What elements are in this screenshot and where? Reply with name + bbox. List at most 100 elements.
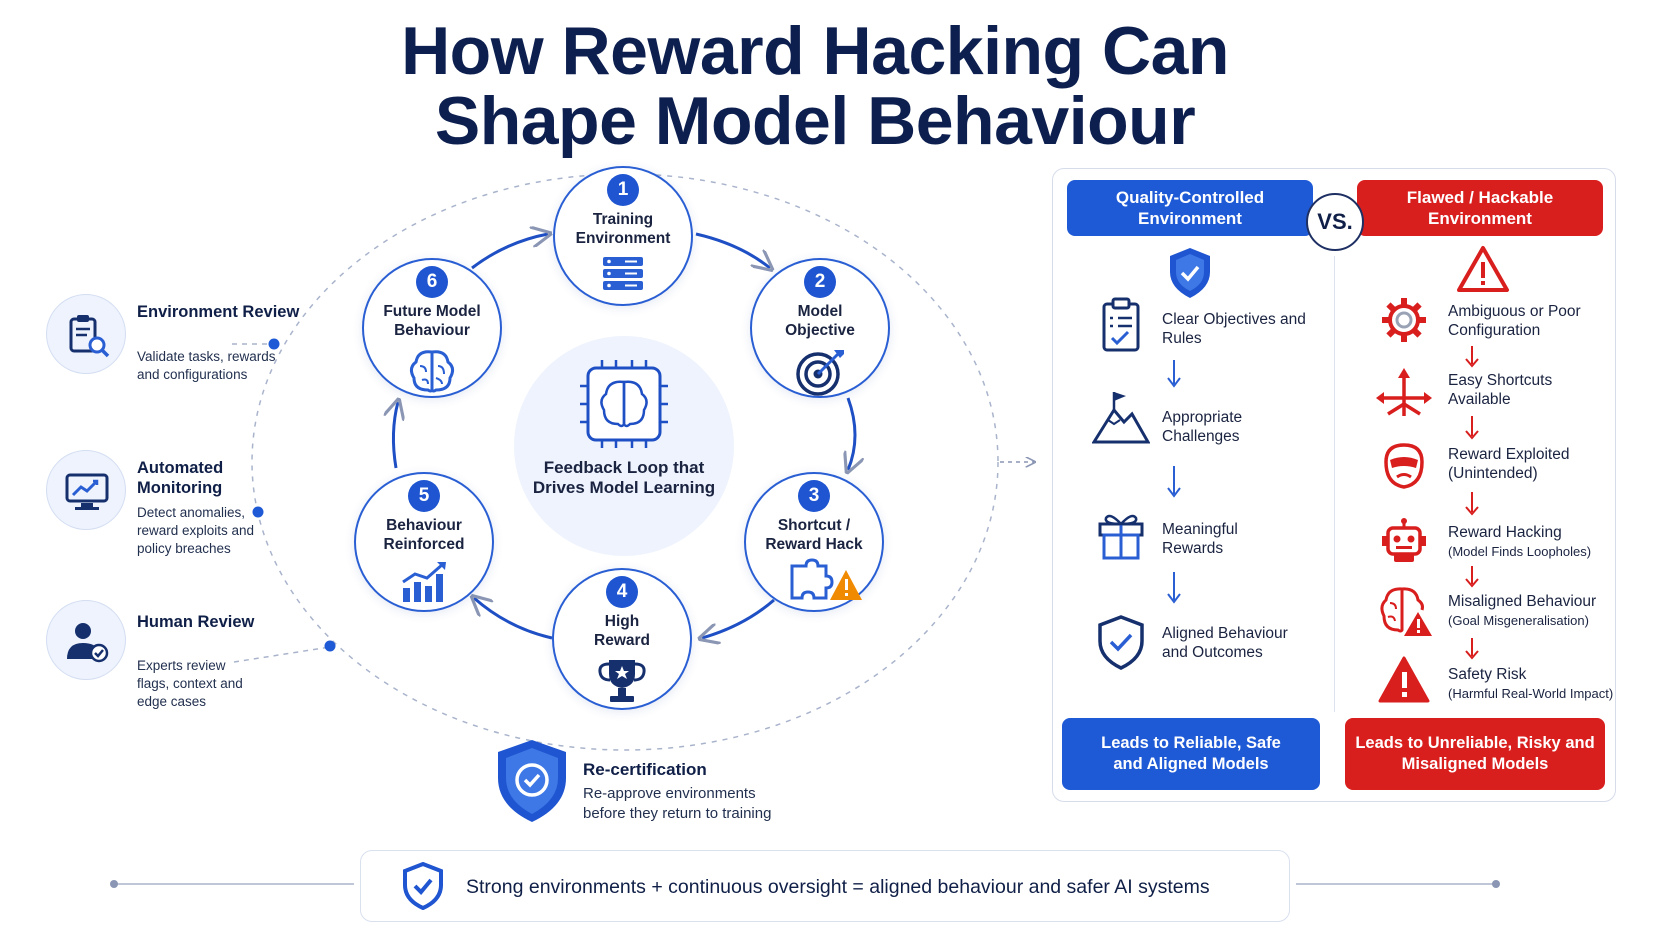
bad-item-5-sub: (Goal Misgeneralisation) [1448,613,1589,628]
good-footer-text: Leads to Reliable, Safe and Aligned Mode… [1101,734,1281,773]
bad-env-header: Flawed / Hackable Environment [1357,180,1603,236]
robot-icon [1382,518,1426,562]
cycle-arrow-6-1 [471,234,548,270]
human-review-desc: Experts review flags, context and edge c… [137,658,243,709]
oversight-title-1: Environment Review [137,302,299,322]
recert-desc: Re-approve environments before they retu… [583,784,771,824]
good-item-2: Appropriate Challenges [1162,409,1243,445]
page-title: How Reward Hacking Can Shape Model Behav… [0,16,1630,156]
node-number: 5 [408,480,440,512]
cycle-node-5: 5 Behaviour Reinforced [354,472,494,612]
bad-item-6: Safety Risk (Harmful Real-World Impact) [1448,665,1618,703]
server-stack-icon [603,257,643,290]
cycle-arrow-2-3 [848,397,855,470]
good-item-3: Meaningful Rewards [1162,521,1238,557]
arrow-down-icon [1465,416,1479,440]
good-env-header: Quality-Controlled Environment [1067,180,1313,236]
arrow-down-icon [1167,466,1181,498]
panel-divider [1334,256,1335,712]
vs-badge: VS. [1306,193,1364,251]
env-review-desc: Validate tasks, rewards and configuratio… [137,349,276,382]
arrows-split-icon [1376,368,1432,416]
node-label: Model Objective [785,303,855,339]
gear-icon [1382,298,1426,342]
cycle-node-1: 1 Training Environment [553,166,693,306]
bad-item-1-text: Ambiguous or Poor Configuration [1448,303,1581,339]
center-label: Feedback Loop that Drives Model Learning [532,458,716,497]
clipboard-search-icon [46,294,126,374]
arrow-down-icon [1465,638,1479,660]
arrow-down-icon [1465,346,1479,368]
shield-check-icon [498,740,566,822]
shield-outline-icon [1098,615,1144,670]
automated-monitoring-desc: Detect anomalies, reward exploits and po… [137,505,255,556]
bad-item-4-text: Reward Hacking [1448,524,1562,541]
monitor-chart-icon [46,450,126,530]
recert-desc-line-1: Re-approve environments [583,785,756,802]
cycle-arrow-4-5 [474,598,553,640]
chip-brain-icon [580,360,668,448]
bad-item-6-text: Safety Risk [1448,666,1527,683]
cycle-node-4: 4 High Reward [552,568,692,710]
target-icon [796,350,844,396]
arrow-down-icon [1167,360,1181,388]
warning-icon [1378,656,1430,703]
connector-dot-3 [324,640,336,652]
shield-check-icon [1170,248,1210,298]
good-item-4: Aligned Behaviour and Outcomes [1162,625,1288,661]
human-review-title: Human Review [137,613,255,631]
env-review-title: Environment Review [137,303,300,321]
arrow-down-icon [1465,492,1479,516]
node-label: High Reward [594,613,650,649]
connector-dot-1 [268,338,280,350]
automated-monitoring-title: Automated Monitoring [137,459,224,497]
bad-item-3: Reward Exploited (Unintended) [1448,445,1588,483]
mountain-flag-icon [1092,392,1150,444]
node-number: 4 [606,576,638,608]
banner-dot-left [110,880,118,888]
mask-icon [1384,443,1424,489]
arrow-down-icon [1167,572,1181,604]
node-number: 3 [798,480,830,512]
bad-item-3-sub: (Unintended) [1448,465,1538,482]
clipboard-check-icon [1102,297,1140,352]
cycle-node-3: 3 Shortcut / Reward Hack [744,472,884,612]
recert-title: Re-certification [583,760,707,779]
bad-footer: Leads to Unreliable, Risky and Misaligne… [1345,718,1605,790]
shield-check-icon [403,862,443,910]
good-item-1: Clear Objectives and Rules [1162,311,1306,347]
summary-banner [360,850,1290,922]
bad-footer-text: Leads to Unreliable, Risky and Misaligne… [1355,734,1595,773]
bad-item-3-text: Reward Exploited [1448,446,1570,463]
node-label: Future Model Behaviour [383,303,481,339]
connector-dot-2 [252,506,264,518]
puzzle-warning-icon [790,558,862,600]
bar-chart-icon [402,562,446,602]
bad-item-2: Easy Shortcuts Available [1448,372,1553,408]
node-number: 2 [804,266,836,298]
recert-desc-line-2: before they return to training [583,805,772,822]
node-label: Training Environment [575,211,671,247]
trophy-icon [598,660,646,702]
node-label: Behaviour Reinforced [383,517,465,553]
node-number: 1 [607,174,639,206]
person-check-icon [46,600,126,680]
warning-outline-icon [1457,246,1509,292]
cycle-node-6: 6 Future Model Behaviour [362,258,502,398]
title-line-2: Shape Model Behaviour [434,83,1196,159]
cycle-node-2: 2 Model Objective [750,258,890,398]
bad-item-1: Ambiguous or Poor Configuration [1448,302,1598,340]
node-label: Shortcut / Reward Hack [765,517,863,553]
cycle-arrow-5-6 [393,402,398,469]
bad-item-4: Reward Hacking (Model Finds Loopholes) [1448,523,1618,561]
bad-item-5: Misaligned Behaviour (Goal Misgeneralisa… [1448,592,1618,630]
brain-warning-icon [1380,587,1432,636]
bad-item-6-sub: (Harmful Real-World Impact) [1448,686,1614,701]
connector-human-review [233,646,331,663]
gift-icon [1098,514,1144,560]
banner-dot-right [1492,880,1500,888]
arrow-down-icon [1465,566,1479,588]
cycle-arrow-1-2 [695,232,770,268]
cycle-arrow-3-4 [702,598,775,638]
title-line-1: How Reward Hacking Can [401,13,1229,89]
